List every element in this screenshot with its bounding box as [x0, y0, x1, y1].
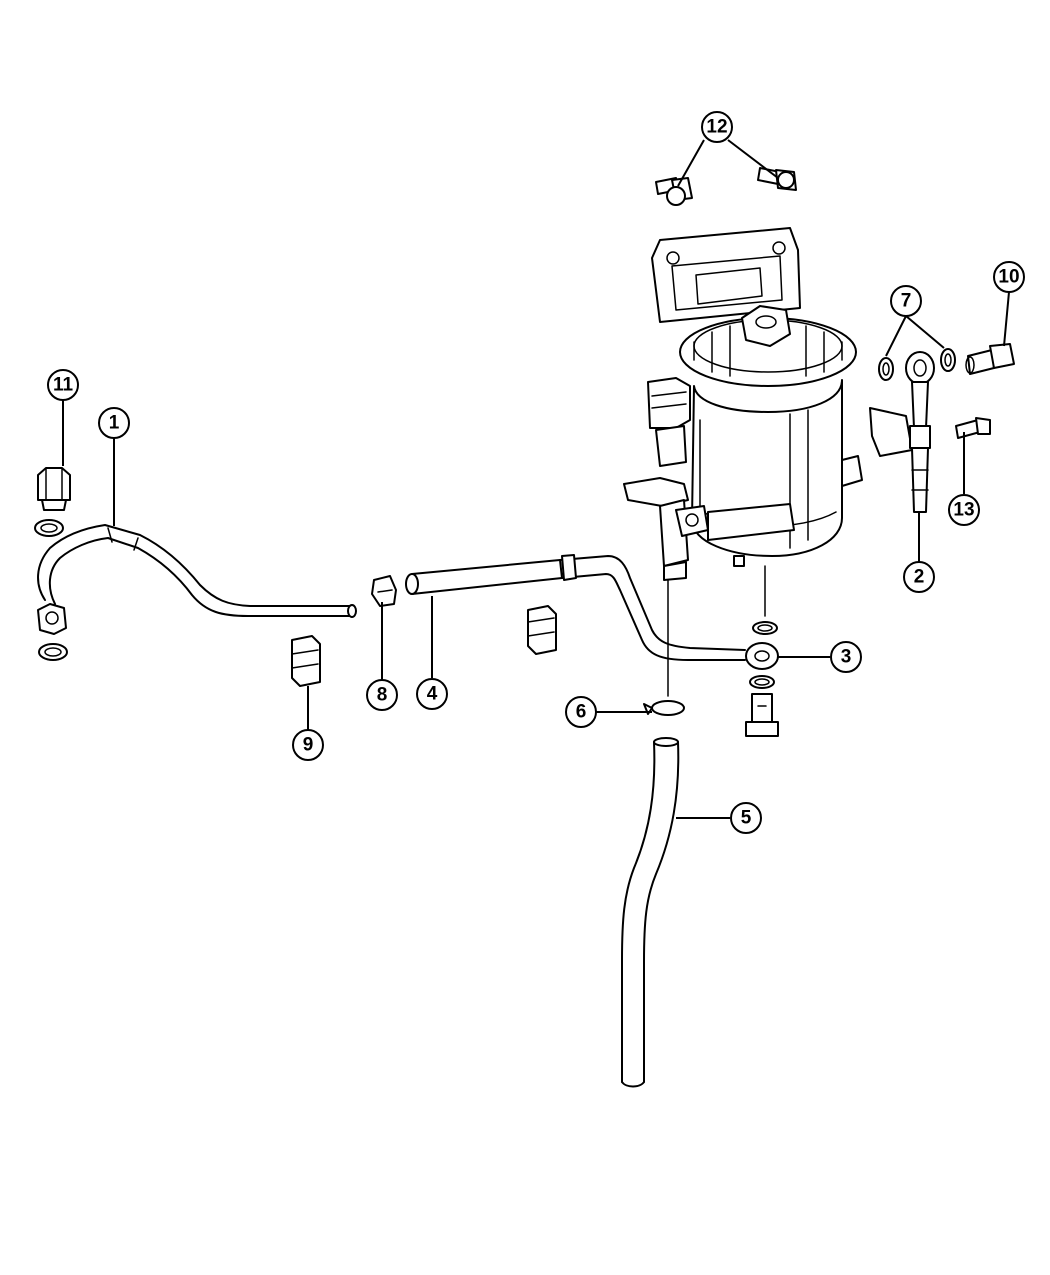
seal-left-part-7 — [878, 357, 894, 381]
seal-left-part-7-hole — [882, 362, 890, 376]
seal-lower-part-3 — [749, 675, 775, 689]
callout-13-label: 13 — [953, 500, 974, 521]
callout-2: 2 — [903, 561, 935, 593]
callout-13: 13 — [948, 494, 980, 526]
fitting-part-2 — [869, 351, 935, 513]
washer-lower-left — [38, 643, 68, 661]
callout-4: 4 — [416, 678, 448, 710]
seal-right-part-7-hole — [944, 353, 952, 367]
banjo-bolt-part-10 — [965, 343, 1015, 375]
mounting-bolt-part-12-right — [757, 167, 797, 191]
washer-lower-left-hole — [44, 647, 62, 657]
callout-2-label: 2 — [914, 567, 925, 588]
fuel-filter-housing — [623, 227, 863, 581]
banjo-bolt-part-3 — [745, 693, 779, 737]
callout-9: 9 — [292, 729, 324, 761]
callout-3-label: 3 — [841, 647, 852, 668]
callout-3: 3 — [830, 641, 862, 673]
callout-1: 1 — [98, 407, 130, 439]
callout-6-label: 6 — [576, 702, 587, 723]
plug-bolt-part-11 — [37, 467, 71, 511]
callout-12: 12 — [701, 111, 733, 143]
callout-11: 11 — [47, 369, 79, 401]
callout-10: 10 — [993, 261, 1025, 293]
fuel-tube-part-1 — [37, 524, 357, 635]
washer-upper-left-hole — [40, 523, 58, 533]
callout-5: 5 — [730, 802, 762, 834]
seal-lower-part-3-hole — [754, 678, 770, 686]
seal-right-part-7 — [940, 348, 956, 372]
callout-8: 8 — [366, 679, 398, 711]
hose-part-4 — [405, 559, 563, 595]
callout-6: 6 — [565, 696, 597, 728]
seal-upper-part-3 — [752, 621, 778, 635]
leader-lines — [62, 139, 1010, 819]
callout-7-label: 7 — [901, 291, 912, 312]
clip-part-8 — [371, 575, 397, 607]
callout-10-label: 10 — [998, 267, 1019, 288]
callout-1-label: 1 — [109, 413, 120, 434]
callout-9-label: 9 — [303, 735, 314, 756]
mounting-bolt-part-12-left — [655, 177, 693, 206]
washer-upper-left — [34, 519, 64, 537]
hose-part-5 — [621, 737, 680, 1088]
screw-part-13 — [955, 417, 991, 439]
callout-5-label: 5 — [741, 808, 752, 829]
retainer-clip-middle — [527, 605, 557, 655]
fuel-line-part-3 — [559, 554, 779, 670]
callout-7: 7 — [890, 285, 922, 317]
callout-4-label: 4 — [427, 684, 438, 705]
seal-upper-part-3-hole — [757, 624, 773, 632]
callout-11-label: 11 — [53, 375, 74, 396]
bracket-hole-right — [772, 241, 786, 255]
retainer-part-9 — [291, 635, 321, 687]
callout-8-label: 8 — [377, 685, 388, 706]
callout-12-label: 12 — [706, 117, 727, 138]
bracket-hole-left — [666, 251, 680, 265]
